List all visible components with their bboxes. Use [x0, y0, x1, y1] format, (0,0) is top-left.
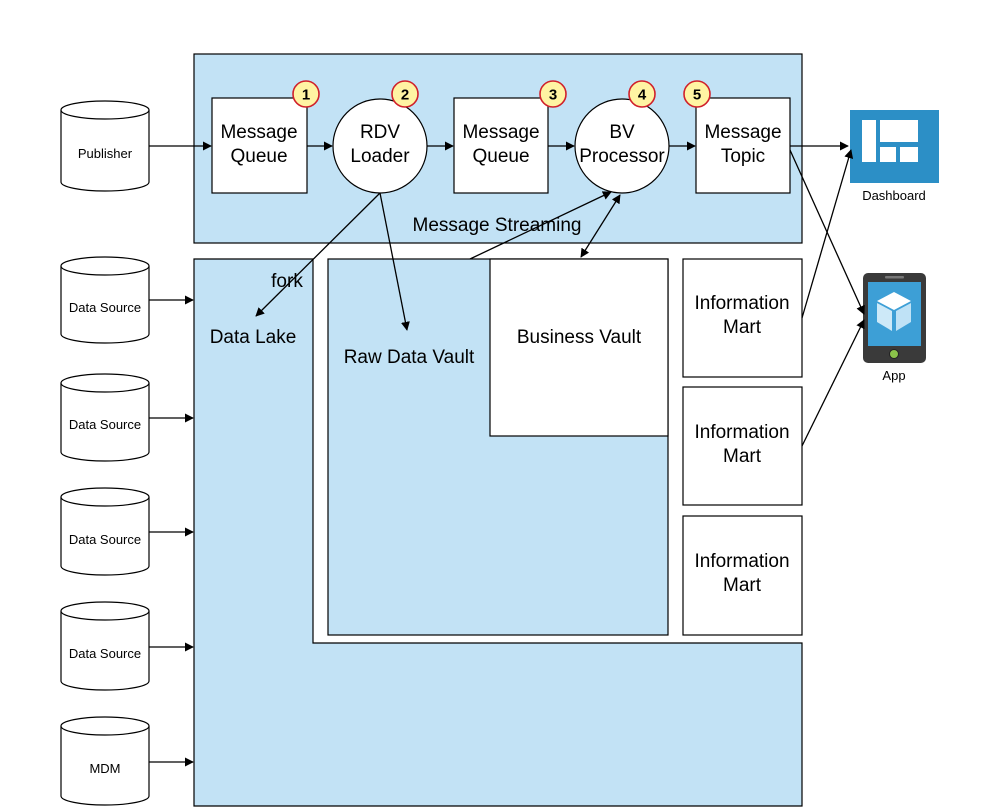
data-source-4-label: Data Source: [69, 646, 141, 661]
svg-text:5: 5: [693, 87, 701, 104]
svg-text:3: 3: [549, 87, 557, 104]
arrow-rdv-loader-fork-to-data-lake: [255, 192, 381, 317]
information-mart-1-line1: Information: [694, 293, 789, 314]
information-mart-3: Information Mart: [682, 515, 803, 636]
data-source-4: Data Source: [60, 601, 150, 691]
publisher-label: Publisher: [78, 146, 133, 161]
message-queue-2: Message Queue: [453, 97, 549, 194]
data-source-2: Data Source: [60, 373, 150, 462]
message-topic: Message Topic: [695, 97, 791, 194]
mdm-cylinder: MDM: [60, 716, 150, 806]
data-source-3: Data Source: [60, 487, 150, 576]
arrow-mart-1-to-dashboard: [801, 149, 854, 319]
information-mart-1: Information Mart: [682, 258, 803, 378]
arrow-rdv-loader-to-raw-vault: [379, 192, 410, 331]
information-mart-2-line2: Mart: [723, 446, 762, 467]
message-queue-2-line1: Message: [462, 122, 539, 143]
data-source-1-label: Data Source: [69, 300, 141, 315]
raw-data-vault-label: Raw Data Vault: [344, 347, 475, 368]
information-mart-2-line1: Information: [694, 422, 789, 443]
arrow-mart-2-to-app: [801, 319, 865, 447]
message-topic-line1: Message: [704, 122, 781, 143]
svg-text:4: 4: [638, 87, 647, 104]
step-badge-5: 5: [683, 80, 711, 108]
message-topic-line2: Topic: [721, 146, 765, 167]
information-mart-3-line2: Mart: [723, 575, 762, 596]
connectors: [149, 141, 865, 767]
svg-text:2: 2: [401, 87, 409, 104]
data-source-3-label: Data Source: [69, 532, 141, 547]
mdm-label: MDM: [89, 761, 120, 776]
fork-label: fork: [271, 271, 303, 292]
message-queue-1-line2: Queue: [230, 146, 287, 167]
bv-processor-line2: Processor: [579, 146, 665, 167]
information-mart-1-line2: Mart: [723, 317, 762, 338]
bv-processor: BV Processor: [574, 98, 670, 194]
rdv-loader: RDV Loader: [332, 98, 428, 194]
app-label: App: [882, 368, 905, 383]
mobile-app-icon: [863, 273, 926, 363]
data-lake-label: Data Lake: [210, 327, 297, 348]
information-mart-2: Information Mart: [682, 386, 803, 506]
rdv-loader-line2: Loader: [350, 146, 410, 167]
message-queue-1: Message Queue: [211, 97, 308, 194]
svg-text:1: 1: [302, 87, 310, 104]
data-source-1: Data Source: [60, 256, 150, 344]
dashboard-icon: [850, 110, 939, 183]
arrow-bv-processor-business-vault: [580, 194, 621, 258]
bv-processor-line1: BV: [609, 122, 635, 143]
business-vault-box: [489, 258, 669, 437]
rdv-loader-line1: RDV: [360, 122, 400, 143]
step-badge-1: 1: [292, 80, 320, 108]
information-mart-3-line1: Information: [694, 551, 789, 572]
data-source-2-label: Data Source: [69, 417, 141, 432]
business-vault-label: Business Vault: [517, 327, 642, 348]
step-badge-3: 3: [539, 80, 567, 108]
step-badge-4: 4: [628, 80, 656, 108]
message-queue-1-line1: Message: [220, 122, 297, 143]
dashboard-label: Dashboard: [862, 188, 926, 203]
publisher-cylinder: Publisher: [60, 100, 150, 192]
message-queue-2-line2: Queue: [472, 146, 529, 167]
step-badge-2: 2: [391, 80, 419, 108]
message-streaming-title: Message Streaming: [413, 215, 582, 236]
